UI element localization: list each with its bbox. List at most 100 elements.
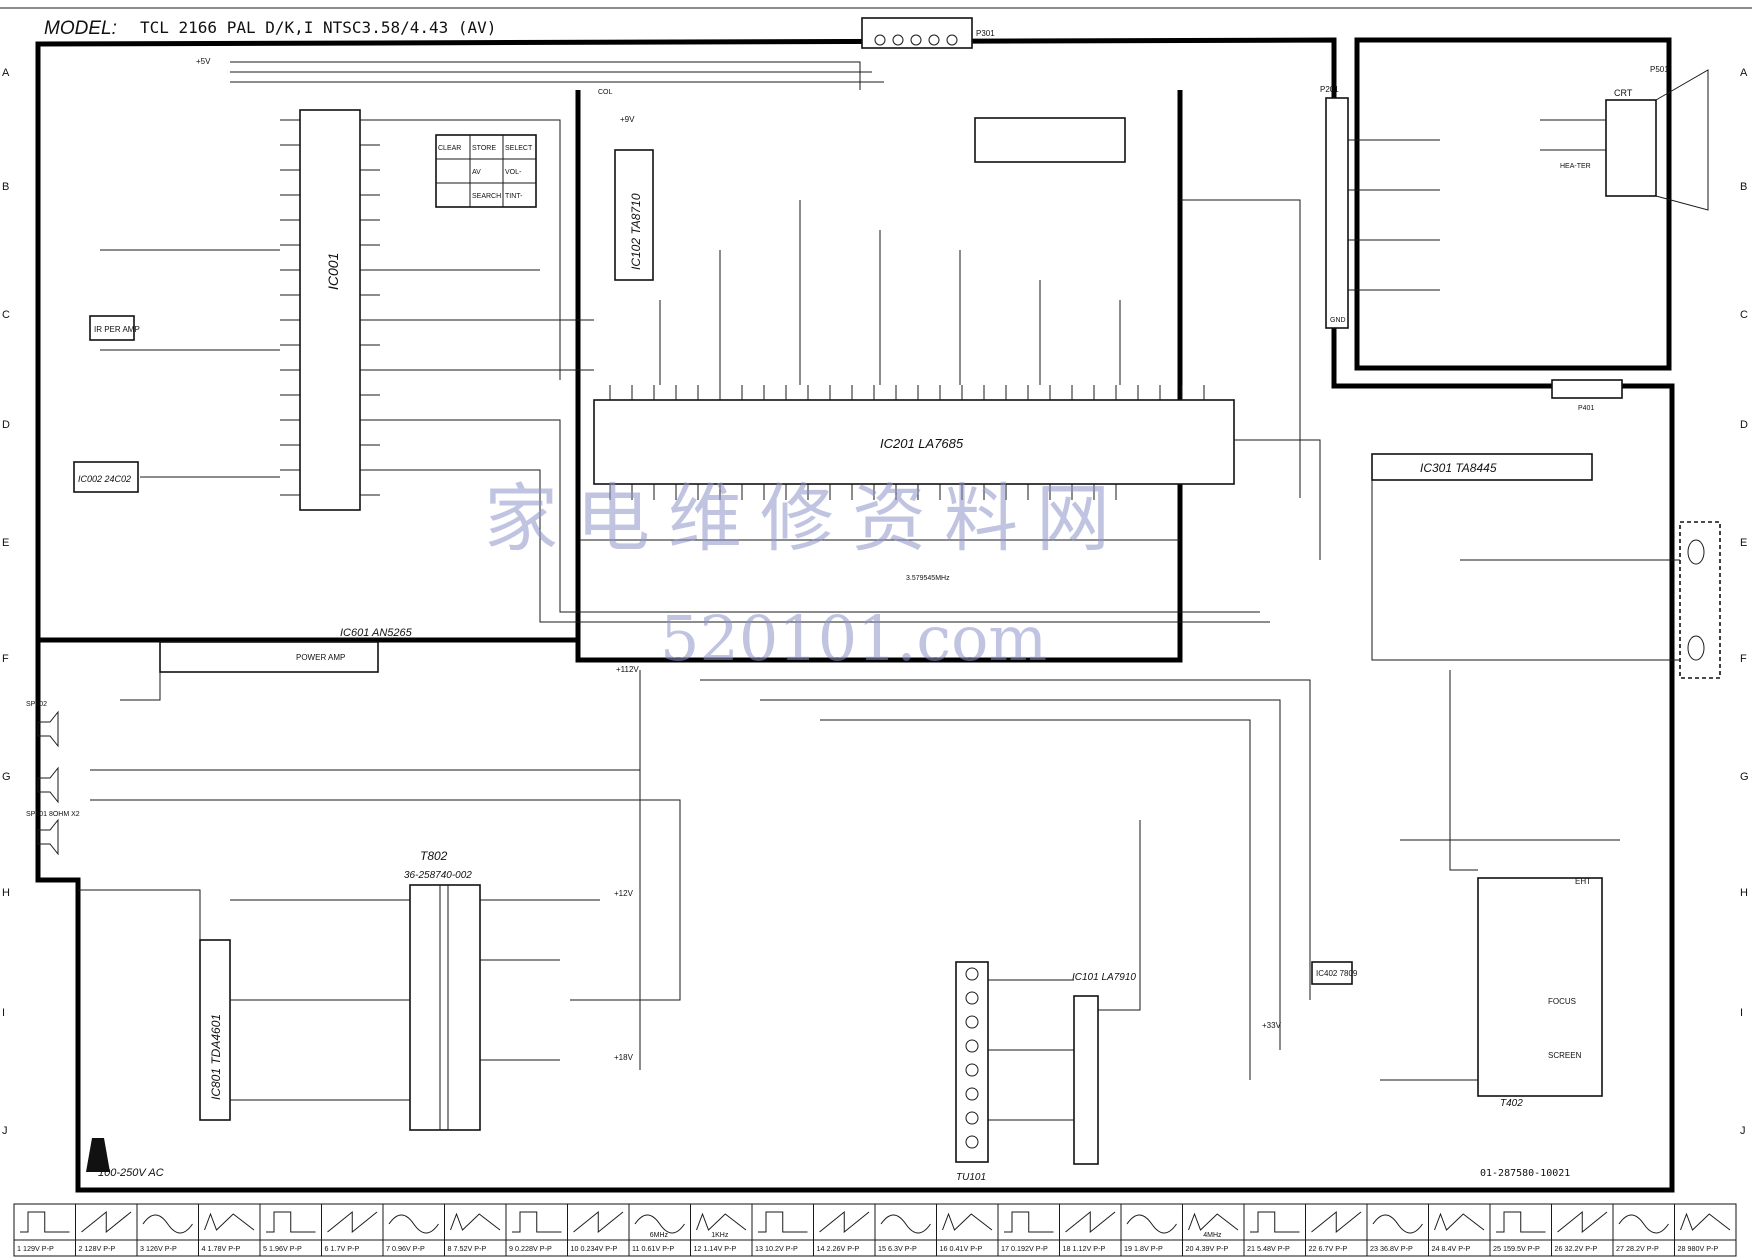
- row-label: D: [2, 419, 10, 431]
- waveform-label: 14 2.26V P-P: [817, 1244, 860, 1253]
- v9-net-label: +9V: [620, 115, 635, 124]
- model-label: MODEL:: [44, 18, 117, 39]
- waveform-trace: [81, 1210, 132, 1234]
- watermark-url: 520101.com: [660, 602, 1047, 675]
- waveform-label: 26 32.2V P-P: [1555, 1244, 1598, 1253]
- waveform-label: 2 128V P-P: [79, 1244, 116, 1253]
- row-label: I: [2, 1007, 5, 1019]
- ic301-label: IC301 TA8445: [1420, 461, 1497, 475]
- p401-label: P401: [1578, 405, 1594, 412]
- waveform-frequency: 4MHz: [1203, 1232, 1222, 1239]
- row-label: H: [2, 887, 10, 899]
- row-label: G: [1740, 771, 1749, 783]
- waveform-trace: [142, 1214, 193, 1234]
- v12-net-label: +12V: [614, 889, 634, 898]
- connector-p301: P301: [861, 17, 995, 49]
- t802-transformer: T802 36-258740-002: [404, 849, 481, 1131]
- xtal-label: 3.579545MHz: [906, 575, 950, 582]
- waveform-label: 27 28.2V P-P: [1616, 1244, 1659, 1253]
- ic001-pin-leads: [280, 119, 380, 496]
- row-labels-right: A B C D E F G H I J: [1740, 67, 1749, 1137]
- ic102-ta8710: IC102 TA8710: [614, 149, 654, 281]
- ic301-ta8445: IC301 TA8445: [1371, 453, 1593, 481]
- waveform-label: 9 0.228V P-P: [509, 1244, 552, 1253]
- waveform-trace: [388, 1214, 439, 1234]
- connector-p401: P401: [1551, 379, 1623, 412]
- waveform-label: 8 7.52V P-P: [448, 1244, 487, 1253]
- v5-net-label: +5V: [196, 57, 211, 66]
- waveform-trace: [819, 1210, 870, 1234]
- t802-part-label: 36-258740-002: [404, 870, 472, 881]
- ic402-label: IC402 7809: [1316, 969, 1358, 978]
- row-label: H: [1740, 887, 1748, 899]
- eht-label: EHT: [1575, 877, 1591, 886]
- waveform-label: 13 10.2V P-P: [755, 1244, 798, 1253]
- row-label: I: [1740, 1007, 1743, 1019]
- heater-label: HEA-TER: [1560, 163, 1591, 170]
- key-select: SELECT: [505, 145, 533, 152]
- ic801-label: IC801 TDA4601: [209, 1014, 223, 1100]
- ic201-la7685: IC201 LA7685: [593, 399, 1235, 485]
- yoke-connectors: [1679, 521, 1721, 679]
- waveform-trace: [1434, 1212, 1485, 1231]
- waveform-trace: [20, 1211, 70, 1233]
- waveform-label: 28 980V P-P: [1678, 1244, 1719, 1253]
- ic002-eeprom: IC002 24C02: [73, 461, 139, 493]
- keypad-matrix: CLEAR STORE SELECT AV VOL- SEARCH TINT-: [435, 134, 537, 208]
- waveform-label: 24 8.4V P-P: [1432, 1244, 1471, 1253]
- key-av: AV: [472, 169, 481, 176]
- ic102-label: IC102 TA8710: [629, 193, 643, 270]
- row-label: F: [2, 653, 9, 665]
- waveform-trace: [1065, 1210, 1116, 1234]
- ir-preamp: IR PER AMP: [89, 315, 140, 341]
- connector-p201: P201: [1320, 85, 1349, 329]
- waveform-label: 6 1.7V P-P: [325, 1244, 360, 1253]
- ic002-label: IC002 24C02: [78, 474, 131, 484]
- ac-plug: 100-250V AC: [86, 1138, 164, 1179]
- waveform-trace: [942, 1212, 993, 1231]
- ic001-label: IC001: [325, 253, 341, 290]
- row-label: E: [1740, 537, 1747, 549]
- waveform-label: 11 0.61V P-P: [632, 1244, 674, 1253]
- waveform-trace: [204, 1212, 255, 1231]
- focus-label: FOCUS: [1548, 997, 1576, 1006]
- crt-board-outline: [1354, 37, 1672, 371]
- key-clear: CLEAR: [438, 145, 461, 152]
- waveform-label: 20 4.39V P-P: [1186, 1244, 1229, 1253]
- p301-label: P301: [976, 29, 995, 38]
- waveform-label: 25 159.5V P-P: [1493, 1244, 1540, 1253]
- key-vol-down: VOL-: [505, 169, 522, 176]
- waveform-trace: [1250, 1211, 1300, 1233]
- row-label: J: [2, 1125, 8, 1137]
- waveform-trace: [573, 1210, 624, 1234]
- ic201-pin-leads: [609, 385, 1205, 500]
- p501-label: P501: [1650, 65, 1669, 74]
- model-text: TCL 2166 PAL D/K,I NTSC3.58/4.43 (AV): [140, 18, 496, 37]
- power-amp-label: POWER AMP: [296, 653, 345, 662]
- sp601-label: SP601 8OHM X2: [26, 811, 80, 818]
- ic001-mcu: IC001: [299, 109, 361, 511]
- ic201-label: IC201 LA7685: [880, 436, 964, 451]
- waveform-trace: [880, 1214, 931, 1234]
- waveform-label: 3 126V P-P: [140, 1244, 177, 1253]
- gnd-net-label: GND: [1330, 317, 1346, 324]
- p201-label: P201: [1320, 85, 1339, 94]
- speakers: SP602 SP601 8OHM X2: [26, 701, 80, 856]
- signal-section-outline: [575, 90, 1183, 663]
- tu101-label: TU101: [956, 1172, 986, 1183]
- key-store: STORE: [472, 145, 496, 152]
- waveform-frequency: 6MHz: [650, 1232, 669, 1239]
- waveform-trace: [1311, 1210, 1362, 1234]
- row-label: A: [2, 67, 10, 79]
- row-label: B: [1740, 181, 1747, 193]
- ac-input-label: 100-250V AC: [98, 1167, 164, 1179]
- watermark-cn: 家电维修资料网: [484, 476, 1128, 562]
- row-label: G: [2, 771, 11, 783]
- row-label: C: [2, 309, 10, 321]
- waveform-trace: [512, 1211, 562, 1233]
- screen-label: SCREEN: [1548, 1051, 1582, 1060]
- doc-number: 01-287580-10021: [1480, 1168, 1570, 1179]
- row-label: B: [2, 181, 9, 193]
- v112-net-label: +112V: [616, 665, 639, 674]
